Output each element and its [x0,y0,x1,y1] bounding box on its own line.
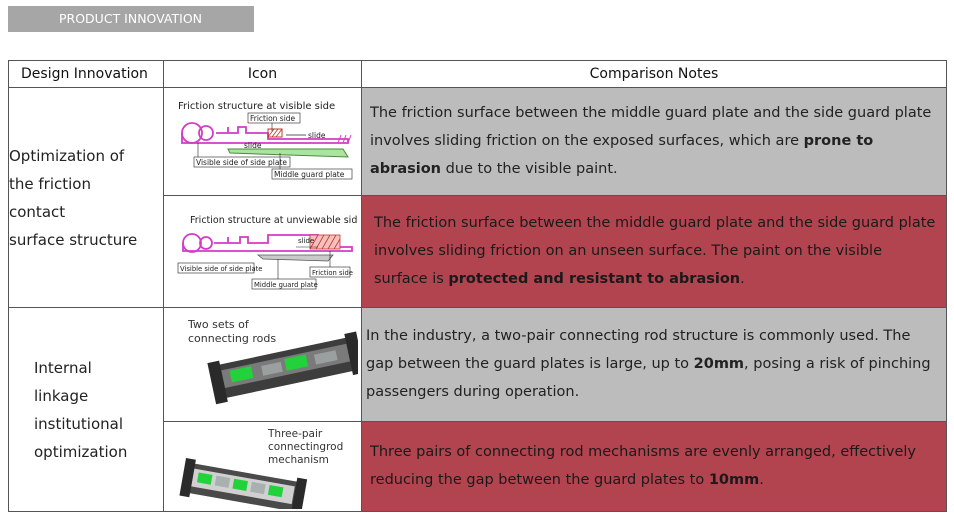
icon-friction-unviewable-side: Friction structure at unviewable side sl… [163,194,362,309]
label-middle-guard-plate: Middle guard plate [254,281,318,289]
label-slide: slide [308,131,326,140]
innovation-internal-linkage: Internal linkage institutional optimizat… [8,307,164,512]
icon-three-pair-connecting-rod: Three-pair connectingrod mechanism [163,420,362,513]
diagram-title: Friction structure at unviewable side [190,215,358,226]
label-middle-guard-plate: Middle guard plate [274,170,345,179]
innovation-line: optimization [34,442,128,461]
innovation-line: Internal [34,358,92,377]
section-tag: PRODUCT INNOVATION [8,6,254,32]
note-two-rod: In the industry, a two-pair connecting r… [361,307,947,422]
innovation-friction-surface: Optimization of the friction contact sur… [8,87,164,309]
note-friction-unviewable: The friction surface between the middle … [361,194,947,309]
note-friction-visible: The friction surface between the middle … [361,87,947,196]
caption-line: connectingrod [268,441,343,453]
col-header-comparison-notes: Comparison Notes [361,59,947,89]
innovation-line: the friction [9,174,91,193]
innovation-line: institutional [34,414,124,433]
table-row: Friction structure at unviewable side sl… [9,194,947,309]
icon-friction-visible-side: Friction structure at visible side Frict… [163,87,362,196]
label-visible-side: Visible side of side plate [180,265,262,273]
col-header-icon: Icon [163,59,362,89]
friction-visible-diagram: Friction structure at visible side Frict… [178,101,352,180]
three-rod-diagram: Three-pair connectingrod mechanism [178,428,343,510]
caption-line: Two sets of [187,318,250,331]
table-row: Three-pair connectingrod mechanism Three… [9,420,947,513]
caption-line: connecting rods [188,332,276,345]
label-slide: slide [298,237,314,245]
innovation-line: linkage [34,386,89,405]
label-slide: slide [244,141,262,150]
two-rod-diagram: Two sets of connecting rods [187,318,358,405]
icon-two-sets-connecting-rods: Two sets of connecting rods [163,307,362,422]
label-friction-side: Friction side [250,114,296,123]
innovation-table: Design Innovation Icon Comparison Notes … [8,59,947,513]
label-friction-side: Friction side [312,269,353,277]
table-row: Optimization of the friction contact sur… [8,87,947,309]
caption-line: Three-pair [267,428,323,440]
innovation-line: surface structure [9,230,138,249]
label-visible-side: Visible side of side plate [196,158,287,167]
innovation-line: Optimization of [9,146,125,165]
innovation-line: contact [9,202,66,221]
table-row: Internal linkage institutional optimizat… [8,307,947,512]
header-row: Design Innovation Icon Comparison Notes [8,59,947,89]
col-header-design-innovation: Design Innovation [8,59,164,89]
diagram-title: Friction structure at visible side [178,101,335,112]
caption-line: mechanism [268,454,329,466]
friction-unviewable-diagram: Friction structure at unviewable side sl… [177,215,358,290]
note-three-rod: Three pairs of connecting rod mechanisms… [361,420,947,513]
